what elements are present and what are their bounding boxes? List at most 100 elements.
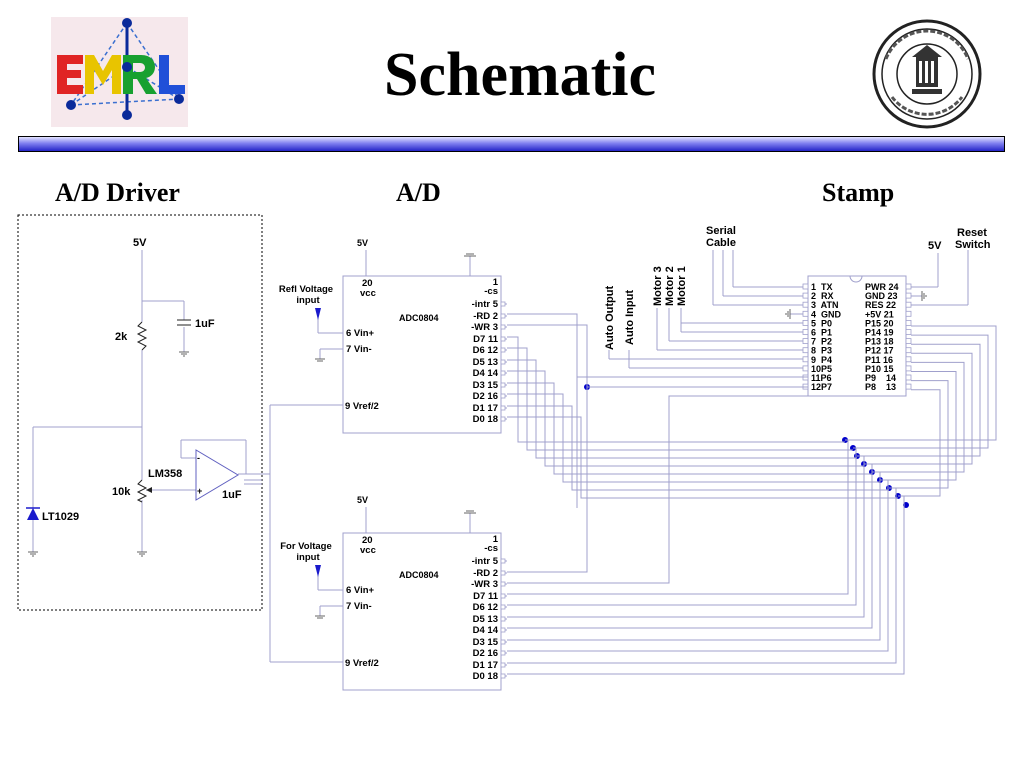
vertical-label-motor-2: Motor 2: [664, 266, 676, 306]
adc-right-pin-label: D1 17: [473, 660, 498, 671]
adc-right-pin-label: D3 15: [473, 380, 499, 391]
stamp-link-wire: [668, 395, 808, 560]
adc-right-pin-label: D1 17: [473, 403, 498, 414]
driver-opamp-label: LM358: [148, 468, 182, 480]
adc-left-pin-label: vcc: [360, 545, 376, 556]
bus-wire-top: [507, 370, 864, 467]
stamp-right-pin-label: RES 22: [865, 300, 896, 310]
bus-wire-top: [507, 393, 880, 483]
stamp-right-pin-label: P11 16: [865, 355, 893, 365]
adc-right-pin-label: -WR 3: [471, 322, 498, 333]
adc-right-pin-label: D5 13: [473, 614, 498, 625]
stamp-right-pin-label: P14 19: [865, 328, 894, 338]
stamp-right-pin-label: GND 23: [865, 291, 898, 301]
adc-right-pin-label: D5 13: [473, 357, 498, 368]
bus-wire-bottom: [507, 488, 897, 664]
bus-wire-bottom: [507, 448, 857, 606]
stamp-left-pin-label: 5 P0: [811, 318, 832, 328]
opamp-plus-label: +: [197, 486, 202, 496]
stamp-left-pin-label: 8 P3: [811, 346, 832, 356]
bus-wire-stamp: [898, 389, 941, 497]
adc-right-pin-label: -RD 2: [473, 568, 498, 579]
bus-wire-top: [507, 336, 845, 443]
vref-wires: [269, 404, 343, 663]
driver-grounds: [28, 351, 189, 557]
adc-supply-label: 5V: [357, 238, 368, 248]
stamp-left-pin-label: 10P5: [811, 364, 832, 374]
stamp-right-pin-label: P13 18: [865, 337, 894, 347]
bus-wire-top: [507, 382, 872, 475]
adc-right-pin-label: -RD 2: [473, 311, 498, 322]
title-divider-bar: [18, 136, 1005, 152]
stamp-left-pin-label: 9 P4: [811, 355, 832, 365]
stamp-notch: [849, 275, 863, 283]
wr-wire: [507, 324, 588, 573]
stamp-chip: [807, 275, 907, 397]
driver-cap-out-label: 1uF: [222, 489, 242, 501]
vertical-label-auto-input: Auto Input: [624, 290, 636, 345]
bus-wire-stamp: [845, 325, 997, 441]
bus-wire-bottom: [507, 472, 881, 641]
stamp-right-pin-label: P12 17: [865, 346, 894, 356]
adc-part-label: ADC0804: [399, 313, 439, 323]
bus-wire-stamp: [889, 380, 949, 489]
bus-wire-bottom: [507, 480, 889, 652]
resistor-2k: [136, 321, 148, 351]
driver-cap-top-label: 1uF: [195, 318, 215, 330]
adc-right-pin-label: -cs: [484, 286, 498, 297]
stamp-supply-label: 5V: [928, 240, 942, 252]
bus-wire-bottom: [507, 464, 873, 629]
adc-right-pin-label: D6 12: [473, 345, 498, 356]
bus-wire-top: [507, 347, 853, 451]
driver-pot-label: 10k: [112, 486, 131, 498]
bus-wire-stamp: [853, 334, 989, 449]
vertical-label-auto-output: Auto Output: [604, 286, 616, 350]
stamp-right-pin-label: P10 15: [865, 364, 894, 374]
data-bus-wires: [507, 313, 997, 675]
slide-title: Schematic: [383, 41, 657, 109]
bus-wire-bottom: [507, 456, 865, 618]
opamp-lm358: [195, 449, 239, 501]
adc-part-label: ADC0804: [399, 570, 439, 580]
serial-label-1: Serial: [706, 225, 736, 237]
emrl-logo: [51, 17, 188, 127]
adc-input-label-2: input: [296, 295, 320, 306]
bus-wire-bottom: [507, 496, 905, 675]
stamp-gnd-symbols: [785, 291, 927, 319]
stamp-right-pin-label: P8 13: [865, 382, 896, 392]
adc-left-pin-label: 20: [362, 278, 373, 289]
adc-right-pin-label: D0 18: [473, 671, 498, 682]
adc-left-pin-label: 7 Vin-: [346, 344, 372, 355]
input-probe-icon: [315, 565, 321, 577]
adc-input-label-1: Refl Voltage: [279, 284, 333, 295]
stamp-left-pin-label: 11P6: [811, 373, 832, 383]
bus-wire-bottom: [507, 440, 849, 595]
adc-right-pin-label: -WR 3: [471, 579, 498, 590]
stamp-left-pin-label: 3 ATN: [811, 300, 839, 310]
input-probe-icon: [315, 308, 321, 320]
capacitor-top: [177, 319, 191, 326]
stamp-right-pin-label: +5V 21: [865, 309, 894, 319]
adc-right-pin-label: D7 11: [473, 591, 499, 602]
driver-wires: [32, 250, 270, 552]
adc-left-pin-label: 20: [362, 535, 373, 546]
adc-left-pin-label: 6 Vin+: [346, 585, 375, 596]
vertical-label-motor-1: Motor 1: [676, 266, 688, 306]
pot-wiper-arrow: [146, 487, 152, 493]
opamp-minus-label: -: [197, 453, 200, 463]
driver-box: [17, 214, 263, 611]
adc-right-pin-label: D4 14: [473, 625, 499, 636]
bus-wire-stamp: [880, 371, 957, 481]
adc-right-pin-label: D7 11: [473, 334, 499, 345]
wr-bottom-wire: [507, 560, 670, 584]
adc-left-pin-label: 9 Vref/2: [345, 658, 379, 669]
stamp-right-pin-label: P15 20: [865, 318, 894, 328]
adc-right-pin-label: 1: [493, 277, 499, 288]
stamp-left-pin-label: 4 GND: [811, 309, 842, 319]
lt1029-reference-icon: [27, 508, 39, 520]
stamp-left-pin-label: 1 TX: [811, 282, 833, 292]
bus-junction-dots: [584, 384, 909, 508]
